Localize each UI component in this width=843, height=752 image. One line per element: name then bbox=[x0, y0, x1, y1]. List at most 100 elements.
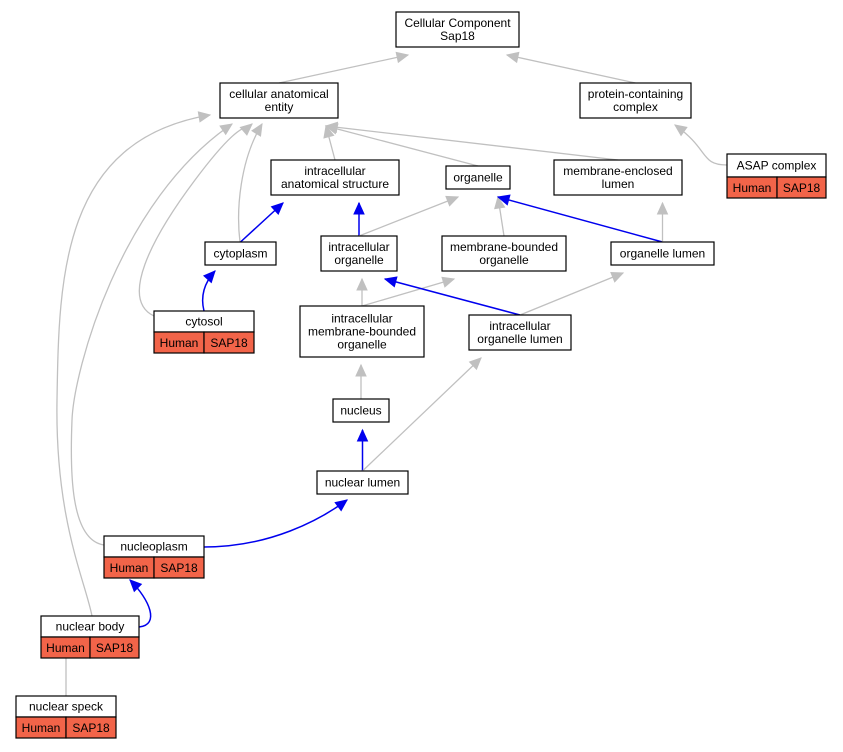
edge-intracellular-organelle-to-intracellular-anatomical-structure bbox=[353, 201, 365, 236]
edge-arrowhead bbox=[395, 51, 410, 64]
edge-arrowhead bbox=[323, 124, 335, 139]
edge-line bbox=[238, 123, 263, 243]
gene-label: SAP18 bbox=[96, 641, 134, 655]
node-label-line: entity bbox=[265, 100, 294, 114]
node-label-line: organelle bbox=[453, 171, 503, 185]
node-label-line: complex bbox=[613, 100, 658, 114]
edge-cytosol-to-cytoplasm bbox=[201, 270, 216, 312]
species-label: Human bbox=[160, 336, 199, 350]
species-label: Human bbox=[110, 561, 149, 575]
edge-arrowhead bbox=[355, 363, 367, 377]
edge-organelle-lumen-to-membrane-enclosed-lumen bbox=[656, 201, 669, 242]
edge-intracellular-membrane-bounded-organelle-to-membrane-bounded-organelle bbox=[361, 276, 456, 307]
node-label-line: nuclear speck bbox=[29, 700, 104, 714]
edge-intracellular-organelle-lumen-to-organelle-lumen bbox=[519, 271, 625, 316]
node-label-line: Cellular Component bbox=[404, 16, 511, 30]
node-label-line: lumen bbox=[602, 177, 635, 191]
edge-arrowhead bbox=[334, 499, 348, 512]
edge-cytoplasm-to-intracellular-anatomical-structure bbox=[239, 202, 284, 243]
node-box bbox=[553, 159, 683, 196]
annotation-row: Human SAP18 bbox=[153, 331, 255, 354]
node-box bbox=[445, 165, 511, 190]
edge-arrowhead bbox=[219, 123, 233, 136]
node-label-line: protein-containing bbox=[588, 87, 683, 101]
edge-cellular-anatomical-entity-to-root bbox=[278, 51, 410, 84]
gene-cell bbox=[65, 716, 117, 739]
node-box bbox=[610, 241, 715, 266]
edge-line bbox=[203, 499, 348, 548]
gene-label: SAP18 bbox=[160, 561, 198, 575]
edge-line bbox=[358, 196, 459, 237]
edge-line bbox=[138, 123, 253, 317]
edge-intracellular-anatomical-structure-to-cellular-anatomical-entity bbox=[323, 124, 336, 161]
gene-label: SAP18 bbox=[72, 721, 110, 735]
edge-cytoplasm-to-cellular-anatomical-entity bbox=[238, 122, 263, 243]
node-label-line: organelle bbox=[334, 253, 384, 267]
edge-nuclear-body-to-nucleoplasm bbox=[129, 579, 152, 628]
edge-line bbox=[506, 54, 636, 84]
edge-arrowhead bbox=[496, 194, 511, 206]
edge-arrowhead bbox=[251, 122, 263, 137]
edge-nuclear-body-to-cellular-anatomical-entity bbox=[56, 111, 212, 617]
node-box bbox=[320, 235, 398, 272]
edge-line bbox=[674, 124, 728, 166]
edge-line bbox=[497, 196, 663, 243]
node-label-line: anatomical structure bbox=[281, 177, 389, 191]
node-organelle[interactable]: organelle bbox=[445, 165, 511, 190]
edge-line bbox=[70, 123, 233, 546]
edge-arrowhead bbox=[324, 121, 339, 134]
edge-arrowhead bbox=[674, 124, 688, 137]
gene-cell bbox=[203, 331, 255, 354]
edge-intracellular-organelle-lumen-to-intracellular-organelle bbox=[383, 276, 521, 316]
edge-arrowhead bbox=[202, 270, 216, 284]
node-box bbox=[395, 11, 520, 48]
edge-arrowhead bbox=[197, 111, 212, 123]
edge-cytosol-to-cellular-anatomical-entity bbox=[138, 123, 253, 317]
node-box bbox=[332, 398, 390, 423]
node-cytoplasm[interactable]: cytoplasm bbox=[204, 241, 277, 266]
gene-label: SAP18 bbox=[210, 336, 248, 350]
species-label: Human bbox=[733, 181, 772, 195]
node-label-line: organelle lumen bbox=[620, 247, 705, 261]
node-label-line: organelle lumen bbox=[477, 332, 562, 346]
edge-nuclear-lumen-to-intracellular-organelle-lumen bbox=[362, 357, 482, 472]
edge-arrowhead bbox=[505, 51, 520, 64]
edge-arrowhead bbox=[656, 201, 669, 215]
edge-nucleoplasm-to-cellular-anatomical-entity bbox=[70, 123, 233, 546]
node-label-line: cytosol bbox=[185, 315, 222, 329]
edge-arrowhead bbox=[468, 357, 482, 371]
node-nucleus[interactable]: nucleus bbox=[332, 398, 390, 423]
node-box bbox=[441, 235, 567, 272]
node-label-line: nucleoplasm bbox=[120, 540, 187, 554]
edge-arrowhead bbox=[270, 202, 284, 216]
edge-arrowhead bbox=[494, 195, 506, 210]
edge-line bbox=[361, 278, 455, 307]
edge-nucleoplasm-to-nuclear-lumen bbox=[203, 499, 348, 548]
gene-cell bbox=[153, 556, 205, 579]
edge-membrane-bounded-organelle-to-organelle bbox=[494, 195, 506, 237]
node-label-line: nucleus bbox=[340, 404, 381, 418]
node-box bbox=[579, 82, 692, 119]
edge-arrowhead bbox=[239, 123, 253, 136]
node-nuclear-lumen[interactable]: nuclear lumen bbox=[316, 470, 409, 495]
edge-line bbox=[384, 278, 521, 316]
node-organelle-lumen[interactable]: organelle lumen bbox=[610, 241, 715, 266]
